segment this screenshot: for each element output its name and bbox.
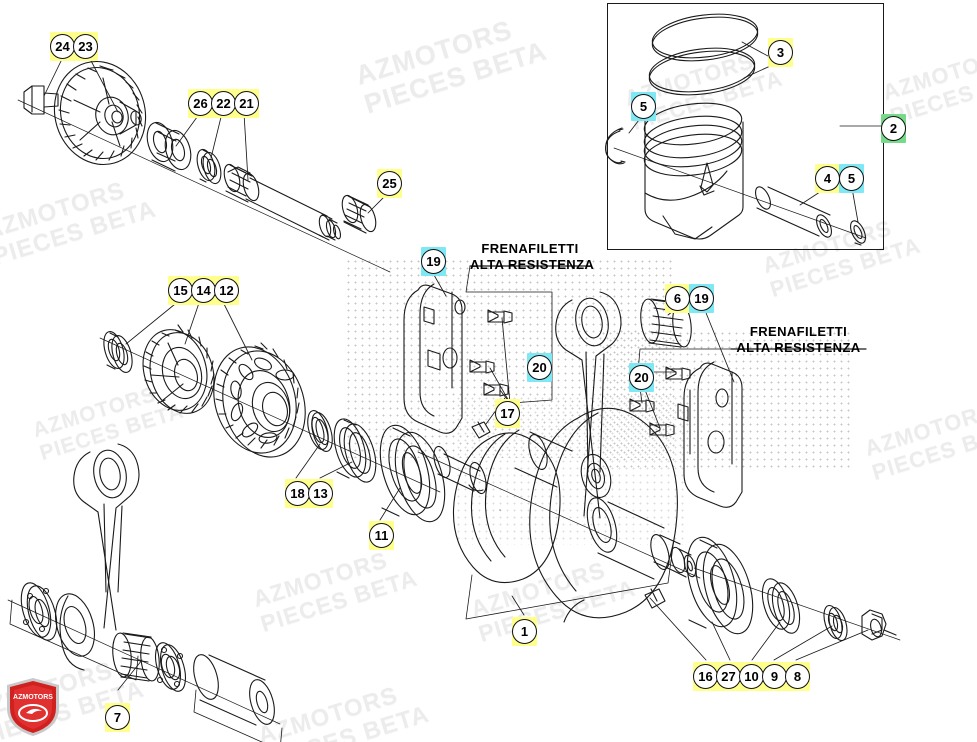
callout-group-7[interactable]: 7 <box>105 702 130 733</box>
callout-group-17[interactable]: 17 <box>495 398 520 429</box>
callout-26[interactable]: 26 <box>188 91 213 116</box>
callout-group-3[interactable]: 3 <box>768 37 793 68</box>
note-frenafiletti-right: FRENAFILETTI ALTA RESISTENZA <box>736 324 861 356</box>
callout-24[interactable]: 24 <box>50 34 75 59</box>
callout-22[interactable]: 22 <box>211 91 236 116</box>
callout-group-20-right[interactable]: 20 <box>629 362 654 393</box>
callout-12[interactable]: 12 <box>214 278 239 303</box>
callout-27[interactable]: 27 <box>716 664 741 689</box>
callout-15[interactable]: 15 <box>168 278 193 303</box>
callout-group-15-14-12[interactable]: 15 14 12 <box>168 275 239 306</box>
callout-18[interactable]: 18 <box>285 481 310 506</box>
callout-11[interactable]: 11 <box>369 523 394 548</box>
callout-2[interactable]: 2 <box>881 116 906 141</box>
callout-group-24-23[interactable]: 24 23 <box>50 31 98 62</box>
callout-19[interactable]: 19 <box>421 249 446 274</box>
callout-19[interactable]: 19 <box>689 286 714 311</box>
callout-group-4-5[interactable]: 4 5 <box>815 163 864 194</box>
callout-20[interactable]: 20 <box>527 355 552 380</box>
callout-4[interactable]: 4 <box>815 166 840 191</box>
note-frenafiletti-left: FRENAFILETTI ALTA RESISTENZA <box>470 241 595 273</box>
piston-detail-box <box>607 3 884 250</box>
callout-group-6-19[interactable]: 6 19 <box>665 283 714 314</box>
callout-group-26-22-21[interactable]: 26 22 21 <box>188 88 259 119</box>
callout-9[interactable]: 9 <box>762 664 787 689</box>
callout-5[interactable]: 5 <box>631 94 656 119</box>
callout-group-18-13[interactable]: 18 13 <box>285 478 333 509</box>
callout-group-5-left[interactable]: 5 <box>631 91 656 122</box>
callout-group-1[interactable]: 1 <box>512 616 537 647</box>
callout-6[interactable]: 6 <box>665 286 690 311</box>
callout-1[interactable]: 1 <box>512 619 537 644</box>
callout-16[interactable]: 16 <box>693 664 718 689</box>
callout-3[interactable]: 3 <box>768 40 793 65</box>
callout-23[interactable]: 23 <box>73 34 98 59</box>
callout-group-2[interactable]: 2 <box>881 113 906 144</box>
callout-group-25[interactable]: 25 <box>377 168 402 199</box>
callout-20[interactable]: 20 <box>629 365 654 390</box>
callout-group-16-27-10-9-8[interactable]: 16 27 10 9 8 <box>693 661 810 692</box>
callout-21[interactable]: 21 <box>234 91 259 116</box>
callout-13[interactable]: 13 <box>308 481 333 506</box>
svg-text:AZMOTORS: AZMOTORS <box>13 694 53 701</box>
callout-10[interactable]: 10 <box>739 664 764 689</box>
callout-25[interactable]: 25 <box>377 171 402 196</box>
callout-group-11[interactable]: 11 <box>369 520 394 551</box>
callout-group-19-left[interactable]: 19 <box>421 246 446 277</box>
callout-14[interactable]: 14 <box>191 278 216 303</box>
callout-17[interactable]: 17 <box>495 401 520 426</box>
callout-7[interactable]: 7 <box>105 705 130 730</box>
shading-patch-crank <box>455 395 685 545</box>
callout-group-20-left[interactable]: 20 <box>527 352 552 383</box>
callout-8[interactable]: 8 <box>785 664 810 689</box>
callout-5[interactable]: 5 <box>839 166 864 191</box>
azmotors-shield-logo: AZMOTORS <box>7 678 59 736</box>
